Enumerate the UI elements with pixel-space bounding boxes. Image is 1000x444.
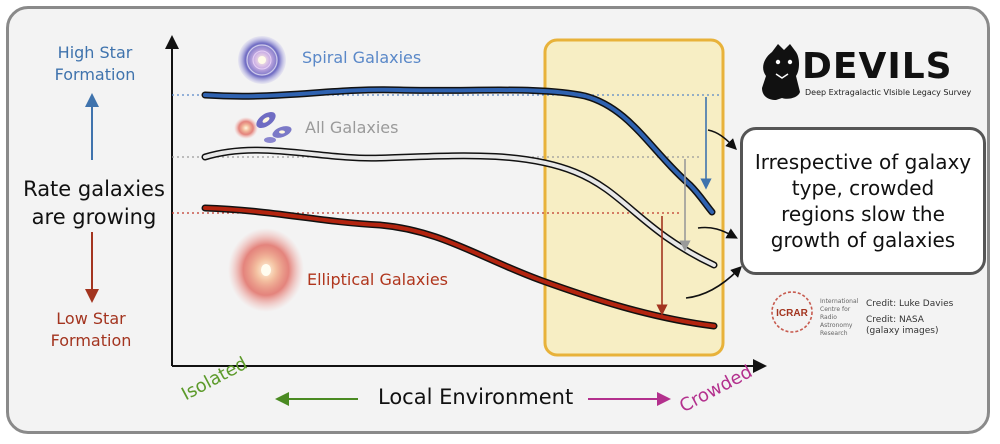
tasmanian-devil-logo (762, 44, 800, 100)
icrar-logo: ICRAR (771, 291, 813, 333)
y-axis-top-label: High Star Formation (54, 43, 136, 84)
elliptical-galaxy-image (228, 228, 304, 312)
x-axis-label: Local Environment (378, 385, 574, 409)
all-curve (203, 148, 716, 267)
conclusion-callout: Irrespective of galaxy type, crowded reg… (740, 127, 986, 275)
credit-images: Credit: NASA (galaxy images) (866, 315, 939, 336)
callout-arrow-top (707, 129, 737, 150)
devils-logo-title: DEVILS (802, 46, 953, 87)
y-axis-middle-label: Rate galaxies are growing (23, 177, 165, 229)
credit-author: Credit: Luke Davies (866, 299, 954, 309)
all-galaxies-label: All Galaxies (305, 118, 399, 137)
mixed-galaxies-image (234, 112, 292, 143)
crowded-region-highlight (543, 38, 725, 357)
spiral-galaxy-image (238, 36, 286, 84)
icrar-full-name: International Centre for Radio Astronomy… (820, 298, 859, 337)
spiral-galaxies-label: Spiral Galaxies (302, 48, 422, 67)
icrar-logo-text: ICRAR (776, 308, 808, 319)
elliptical-galaxies-label: Elliptical Galaxies (307, 270, 448, 289)
conclusion-text: Irrespective of galaxy type, crowded reg… (754, 150, 972, 252)
callout-arrow-middle (697, 226, 738, 239)
y-axis-bottom-label: Low Star Formation (50, 309, 132, 350)
callout-arrow-bottom (685, 266, 742, 299)
spiral-curve (203, 87, 714, 214)
devils-logo-subtitle: Deep Extragalactic VIsible Legacy Survey (805, 88, 972, 97)
elliptical-curve (203, 206, 716, 328)
